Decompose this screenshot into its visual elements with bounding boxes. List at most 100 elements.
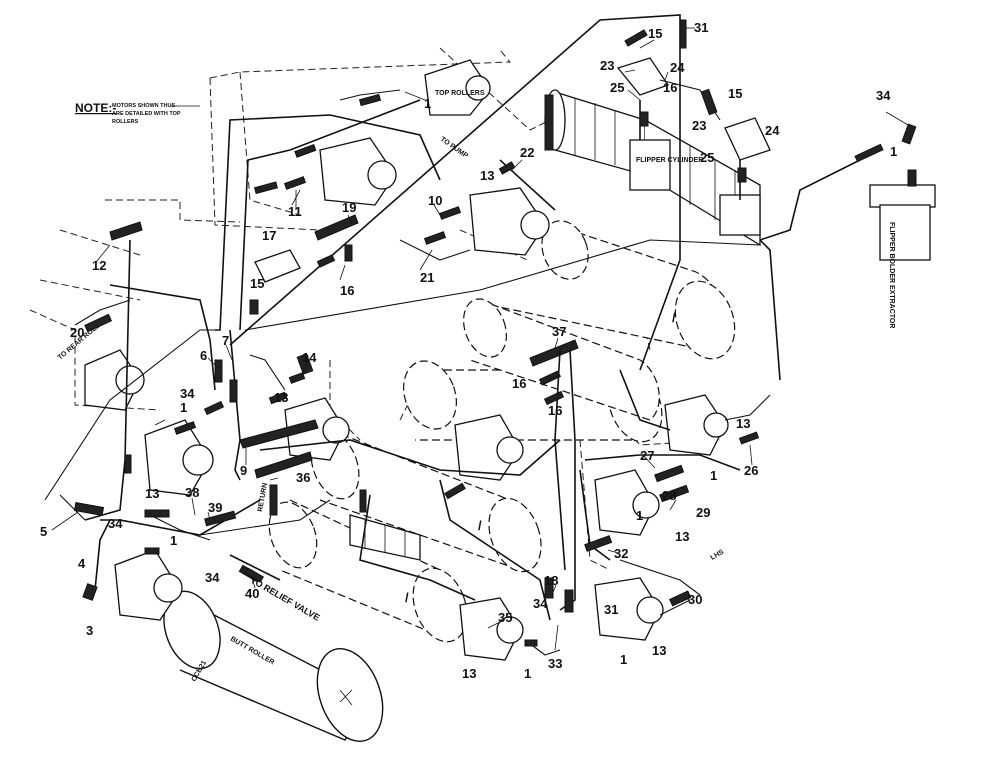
butt-roller: BUTT ROLLER CCB21 [163,590,384,742]
block-17 [254,249,301,283]
callout-25b: 25 [700,150,714,165]
callout-25a: 25 [610,80,624,95]
motor-upper-left [319,137,397,206]
callout-5: 5 [40,524,47,539]
svg-text:/: / [405,590,409,605]
callout-26: 26 [744,463,758,478]
callout-36: 36 [296,470,310,485]
callout-14: 14 [302,350,317,365]
part-callouts: 1 3 4 5 6 7 9 10 11 12 13 13 13 13 13 13… [40,20,909,681]
motor-upper-centre [469,187,550,256]
callout-17: 17 [262,228,276,243]
roller-upper-right: / [489,220,736,360]
rollers: / / / / [163,220,736,742]
motor-bottom-right [594,577,664,641]
callout-1c: 1 [890,144,897,159]
note-body-2: ARE DETAILED WITH TOP [112,111,181,117]
callout-34a: 34 [876,88,891,103]
roller-lower-centre: / [268,499,468,643]
callout-16a: 16 [340,283,354,298]
manifold-9 [239,419,319,449]
flipper-bolder-extractor: FLIPPER BOLDER EXTRACTOR [869,169,936,328]
callout-35: 35 [498,610,512,625]
note-body-1: MOTORS SHOWN THUS [112,103,175,109]
top-rollers-label: TOP ROLLERS [435,90,485,97]
callout-1e: 1 [636,508,643,523]
callout-1d: 1 [710,468,717,483]
block-23-top [616,57,670,96]
callout-38: 38 [185,485,199,500]
callout-7: 7 [222,333,229,348]
callout-12: 12 [92,258,106,273]
manifold-36 [254,451,313,479]
callout-6: 6 [200,348,207,363]
callout-4: 4 [78,556,86,571]
callout-24a: 24 [670,60,685,75]
callout-1: 1 [424,96,431,111]
callout-15a: 15 [648,26,662,41]
callout-22: 22 [520,145,534,160]
callout-20: 20 [70,325,84,340]
manifold-12 [109,221,143,241]
callout-10: 10 [428,193,442,208]
callout-13b: 13 [274,390,288,405]
flipper-cylinder-label: FLIPPER CYLINDER [636,157,703,164]
callout-13d: 13 [736,416,750,431]
note-body-3: ROLLERS [112,119,139,125]
callout-13c: 13 [145,486,159,501]
callout-40: 40 [245,586,259,601]
callout-1h: 1 [170,533,177,548]
callout-15b: 15 [728,86,742,101]
callout-13g: 13 [652,643,666,658]
callout-33: 33 [548,656,562,671]
callout-31b: 31 [604,602,618,617]
manifold-19 [314,214,359,241]
hydraulic-motors: TOP ROLLERS TO REAR ROLLERS [57,59,729,661]
callout-30: 30 [688,592,702,607]
callout-34d: 34 [205,570,220,585]
callout-18: 18 [544,573,558,588]
svg-text:/: / [672,310,676,325]
motor-top: TOP ROLLERS [424,59,491,116]
lhs-label: LHS [710,549,726,562]
callout-37: 37 [552,324,566,339]
hose-lines [44,14,861,656]
callout-9: 9 [240,463,247,478]
callout-21: 21 [420,270,434,285]
callout-1g: 1 [524,666,531,681]
manifold-37 [529,339,579,367]
motor-lower-left [114,549,183,621]
callout-23b: 23 [692,118,706,133]
callout-29: 29 [696,505,710,520]
callout-16b: 16 [512,376,526,391]
callout-16c: 16 [548,403,562,418]
hose-fittings [73,19,917,647]
return-label: RETURN [257,482,269,512]
callout-39: 39 [208,500,222,515]
motor-centre-left [144,419,214,496]
extractor-label: FLIPPER BOLDER EXTRACTOR [888,222,895,328]
callout-19: 19 [342,200,356,215]
callout-27: 27 [640,448,654,463]
callout-31a: 31 [694,20,708,35]
motor-right [664,394,729,456]
callout-34e: 34 [533,596,548,611]
callout-13e: 13 [675,529,689,544]
callout-3: 3 [86,623,93,638]
callout-15c: 15 [250,276,264,291]
roller-upper-middle [462,298,660,421]
callout-16d: 16 [663,80,677,95]
block-23-lower [724,117,771,161]
flipper-cylinder: FLIPPER CYLINDER [544,89,761,247]
callout-13f: 13 [462,666,476,681]
callout-1b: 1 [180,400,187,415]
callout-1f: 1 [620,652,627,667]
motor-lower-right [594,469,660,536]
callout-24b: 24 [765,123,780,138]
callout-32: 32 [614,546,628,561]
callout-34b: 34 [180,386,195,401]
note-title: NOTE:- [75,101,116,115]
callout-28: 28 [662,488,676,503]
